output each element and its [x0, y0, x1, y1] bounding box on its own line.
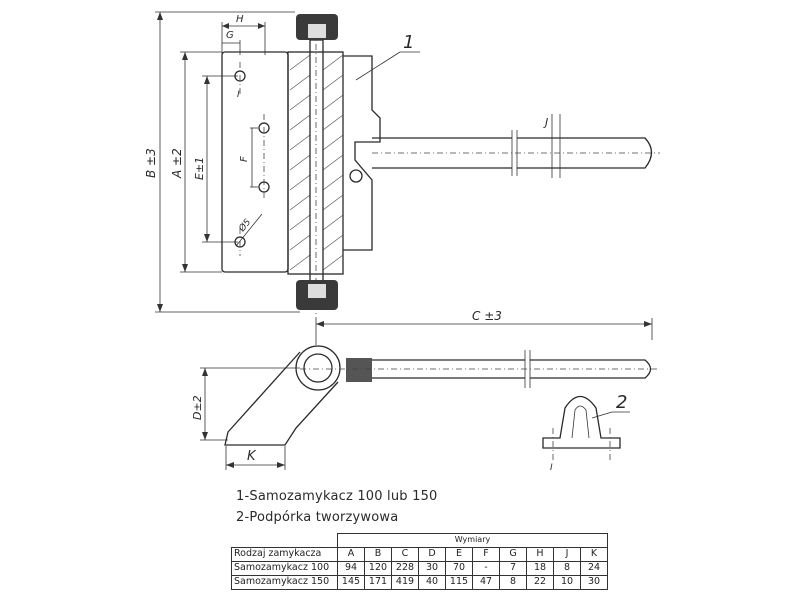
- table-column-header: B: [364, 546, 392, 562]
- hinge-ring: [295, 345, 341, 391]
- central-shaft: [309, 39, 324, 289]
- table-row: Samozamykacz 150 145 171 419 40 115 47 8…: [231, 574, 608, 590]
- support-marker-label: I: [550, 463, 553, 473]
- table-cell: 228: [391, 560, 419, 576]
- dim-c-label: C ±3: [472, 309, 502, 323]
- table-cell: 7: [499, 560, 527, 576]
- housing-hatch: [289, 54, 344, 271]
- legend-item-1: 1-Samozamykacz 100 lub 150: [236, 489, 438, 504]
- arm-clamp: [346, 358, 372, 382]
- table-row-header: Rodzaj zamykacza: [231, 546, 338, 562]
- table-cell: 18: [526, 560, 554, 576]
- support-view: I 2: [542, 392, 630, 473]
- table-cell: 24: [580, 560, 608, 576]
- table-cell: 8: [553, 560, 581, 576]
- callout-1-label: 1: [403, 32, 414, 53]
- dim-h-label: H: [236, 14, 244, 25]
- table-column-header: J: [553, 546, 581, 562]
- dim-b-label: B ±3: [144, 148, 158, 178]
- table-cell: 30: [418, 560, 446, 576]
- dim-k-label: K: [247, 449, 257, 464]
- spring-housing: [287, 51, 344, 275]
- arm-rod: [372, 137, 512, 169]
- side-arm-rod: [372, 359, 525, 379]
- table-cell: -: [472, 560, 500, 576]
- legend-item-2: 2-Podpórka tworzywowa: [236, 510, 399, 525]
- table-column-header: E: [445, 546, 473, 562]
- table-group-header: Wymiary: [337, 533, 608, 548]
- side-view: C ±3 D±2 K: [191, 309, 660, 470]
- support-body: [542, 395, 621, 449]
- side-arm-handle: [530, 359, 652, 379]
- table-cell: 47: [472, 574, 500, 590]
- top-view: B ±3 A ±2 E±1 H G I: [144, 11, 660, 318]
- table-cell: 10: [553, 574, 581, 590]
- table-column-header: G: [499, 546, 527, 562]
- table-cell: 94: [337, 560, 365, 576]
- dim-a-label: A ±2: [170, 148, 184, 179]
- dim-g-label: G: [226, 30, 234, 41]
- table-cell: 70: [445, 560, 473, 576]
- dim-hole-label: Ø5: [236, 217, 253, 235]
- hinge-bore: [303, 353, 333, 383]
- table-cell-name: Samozamykacz 150: [231, 574, 338, 590]
- top-marker-label: I: [237, 90, 240, 100]
- bolt-head: [349, 169, 363, 183]
- table-cell: 22: [526, 574, 554, 590]
- table-cell-name: Samozamykacz 100: [231, 560, 338, 576]
- table-column-header: D: [418, 546, 446, 562]
- callout-2-label: 2: [616, 392, 627, 413]
- table-row: Samozamykacz 100 94 120 228 30 70 - 7 18…: [231, 560, 608, 576]
- table-cell: 120: [364, 560, 392, 576]
- dim-e-label: E±1: [193, 157, 206, 180]
- table-cell: 30: [580, 574, 608, 590]
- bracket-body: [224, 351, 339, 446]
- table-group-header-row: Wymiary: [232, 533, 608, 548]
- arm-mount: [343, 55, 381, 251]
- table-cell: 171: [364, 574, 392, 590]
- dim-d-label: D±2: [191, 395, 204, 420]
- table-cell: 145: [337, 574, 365, 590]
- base-plate: [221, 51, 289, 273]
- dim-f-label: F: [239, 156, 250, 162]
- table-column-header: F: [472, 546, 500, 562]
- table-column-header: C: [391, 546, 419, 562]
- table-column-header: K: [580, 546, 608, 562]
- dimensions-table: Wymiary Rodzaj zamykacza A B C D E F G H…: [231, 533, 608, 590]
- table-column-header: H: [526, 546, 554, 562]
- table-header-row: Rodzaj zamykacza A B C D E F G H J K: [231, 546, 608, 562]
- table-cell: 115: [445, 574, 473, 590]
- table-cell: 40: [418, 574, 446, 590]
- table-cell: 8: [499, 574, 527, 590]
- dim-j-label: J: [543, 116, 548, 129]
- arm-handle: [517, 137, 653, 169]
- table-cell: 419: [391, 574, 419, 590]
- table-column-header: A: [337, 546, 365, 562]
